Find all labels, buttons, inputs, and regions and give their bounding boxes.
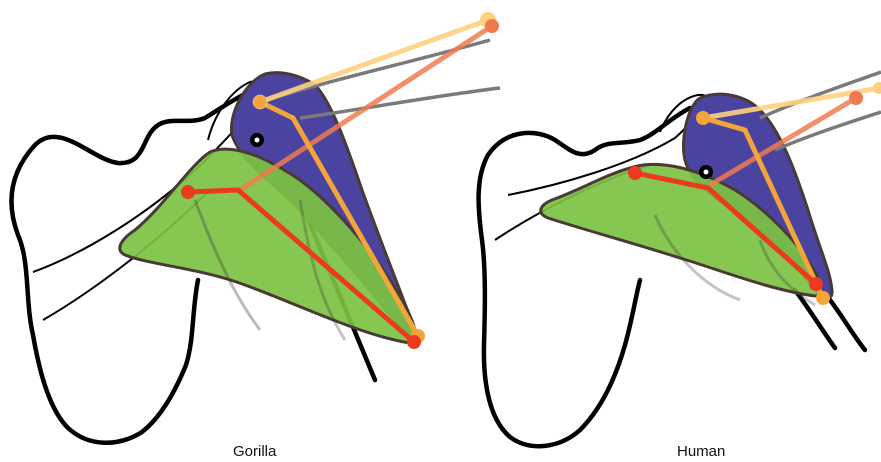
gorilla-gray-line-2 xyxy=(300,88,500,118)
gorilla-pale-line xyxy=(260,20,488,102)
joint-marker-icon xyxy=(181,185,195,199)
glenoid-center-dot xyxy=(255,138,260,143)
joint-marker-icon xyxy=(873,82,881,94)
human-lateral-border-2 xyxy=(830,300,865,350)
joint-marker-icon xyxy=(809,277,823,291)
joint-marker-icon xyxy=(628,166,642,180)
gorilla-caption: Gorilla xyxy=(233,443,276,460)
gorilla-panel xyxy=(12,12,500,443)
human-gray-line-1 xyxy=(760,72,881,118)
joint-marker-icon xyxy=(849,91,863,105)
joint-marker-icon xyxy=(253,95,267,109)
joint-marker-icon xyxy=(696,111,710,125)
joint-marker-icon xyxy=(485,19,499,33)
joint-marker-icon xyxy=(407,335,421,349)
human-panel xyxy=(479,72,881,446)
human-scapula-outline xyxy=(479,108,690,446)
joint-marker-icon xyxy=(816,291,830,305)
glenoid-center-dot xyxy=(704,170,709,175)
human-gray-line-2 xyxy=(775,112,881,150)
human-caption: Human xyxy=(677,443,725,460)
